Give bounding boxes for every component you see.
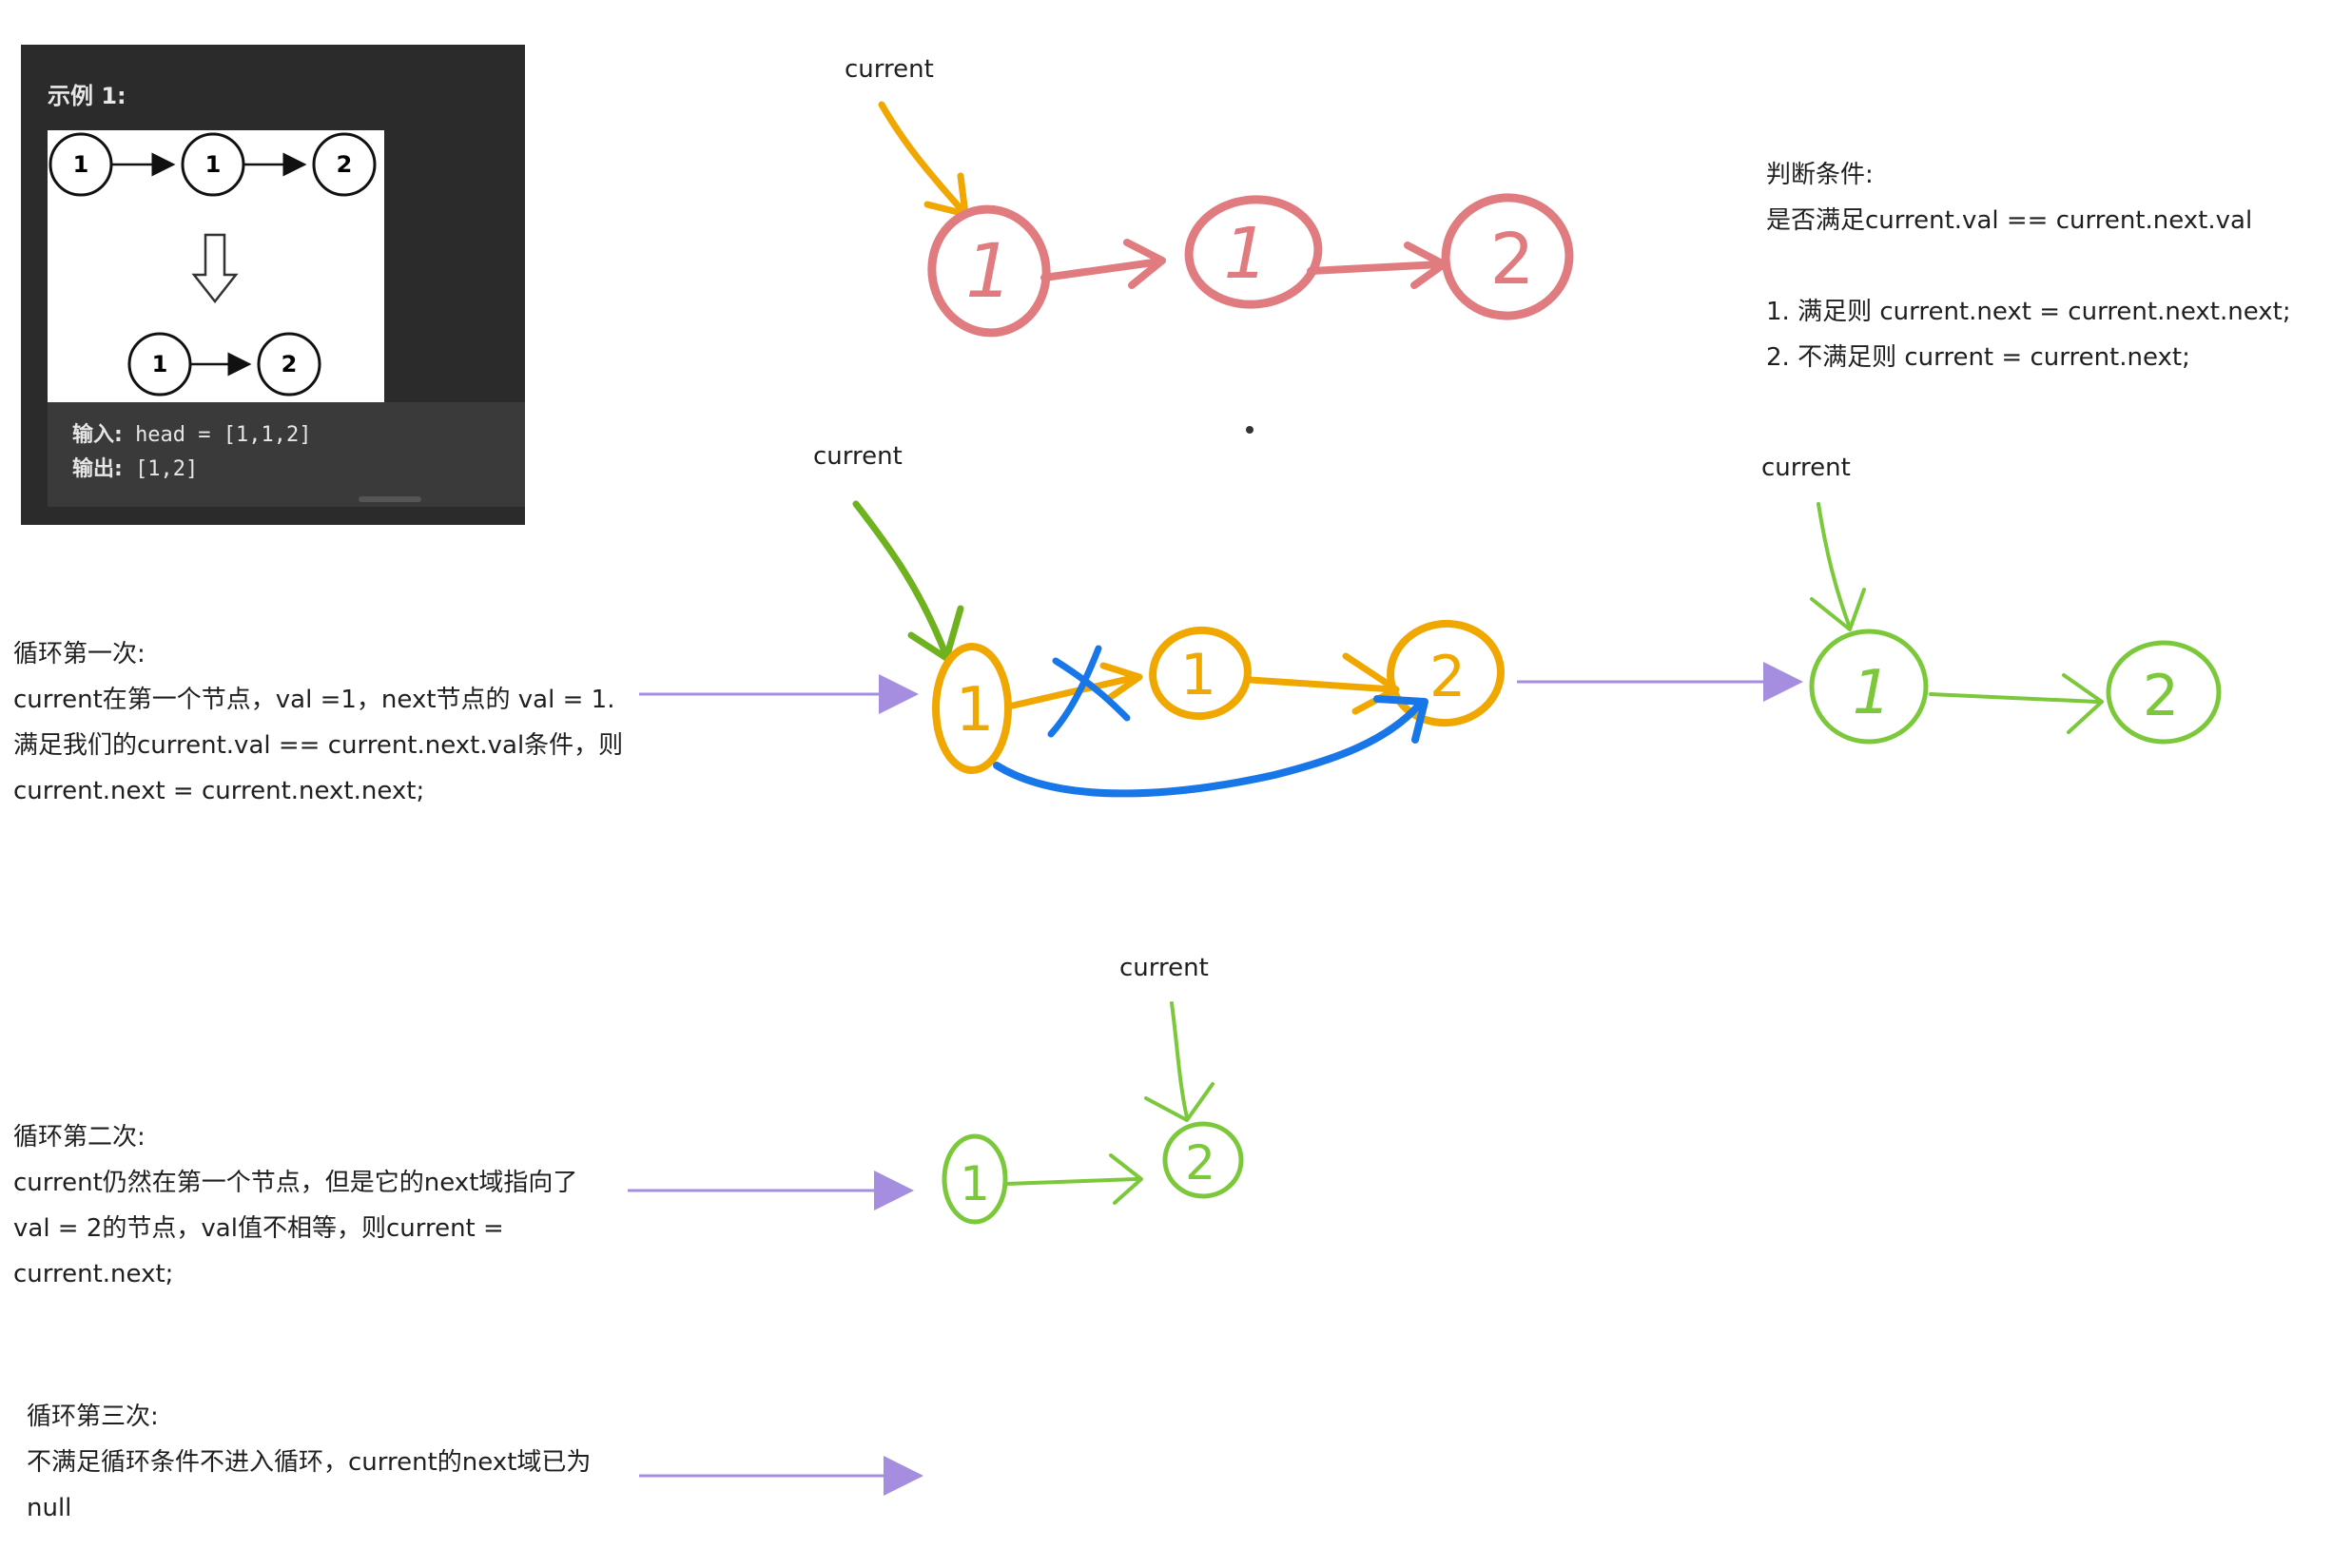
- first-loop-node-1-label: 1: [956, 675, 995, 745]
- loop-second-line-2: val = 2的节点，val值不相等，则current =: [13, 1214, 504, 1243]
- loop-second-note: 循环第二次: current仍然在第一个节点，但是它的next域指向了 val …: [13, 1114, 577, 1297]
- example-bottom-node-1: 1: [127, 332, 192, 397]
- svg-text:1: 1: [152, 351, 168, 377]
- first-loop-node-2: [1149, 626, 1252, 721]
- condition-rule-1: 1. 满足则 current.next = current.next.next;: [1766, 298, 2291, 326]
- loop-second-title: 循环第二次:: [13, 1123, 146, 1152]
- stray-dot: [1246, 426, 1253, 434]
- initial-list-sketch: [878, 101, 1574, 338]
- loop-third-line-1: 不满足循环条件不进入循环，current的next域已为: [27, 1448, 592, 1477]
- second-loop-pointer-arrow: [1170, 1001, 1189, 1119]
- first-loop-node-2-label: 1: [1180, 642, 1216, 708]
- after-first-pointer-arrow: [1817, 502, 1852, 629]
- loop-second-line-3: current.next;: [13, 1260, 174, 1288]
- pointer-label-initial: current: [845, 55, 934, 84]
- scrollbar[interactable]: [359, 496, 421, 502]
- second-loop-node-2: [1162, 1121, 1244, 1199]
- loop-third-title: 循环第三次:: [27, 1403, 159, 1431]
- first-loop-node-1: [932, 643, 1012, 774]
- after-first-node-1: [1809, 629, 1929, 745]
- svg-text:1: 1: [205, 151, 222, 178]
- initial-node-2: [1184, 195, 1323, 309]
- second-loop-node-1: [942, 1133, 1008, 1225]
- example-card: 示例 1: 1 1 2: [21, 45, 525, 525]
- after-first-node-2-label: 2: [2143, 663, 2179, 729]
- pointer-label-after-first: current: [1761, 454, 1851, 482]
- example-diagram: 1 1 2 1 2: [48, 130, 384, 402]
- example-top-node-2: 1: [181, 132, 245, 197]
- first-loop-node-3: [1387, 619, 1505, 727]
- example-input: 输入: head = [1,1,2]: [72, 423, 312, 447]
- after-first-sketch: [1809, 502, 2222, 745]
- after-first-node-1-label: 1: [1853, 658, 1892, 728]
- initial-node-1: [927, 204, 1051, 338]
- initial-node-3-label: 2: [1489, 219, 1534, 300]
- first-loop-node-3-label: 2: [1429, 644, 1466, 710]
- after-first-node-2: [2106, 640, 2222, 745]
- loop-second-line-1: current仍然在第一个节点，但是它的next域指向了: [13, 1169, 578, 1197]
- relink-arrow: [993, 698, 1426, 798]
- example-bottom-node-2: 2: [257, 332, 321, 397]
- loop-first-line-1: current在第一个节点，val =1，next节点的 val = 1.: [13, 686, 615, 714]
- example-output: 输出: [1,2]: [72, 457, 199, 481]
- initial-node-3: [1441, 193, 1574, 320]
- loop-first-line-3: current.next = current.next.next;: [13, 777, 425, 805]
- example-title: 示例 1:: [48, 83, 126, 109]
- initial-node-1-label: 1: [965, 229, 1013, 315]
- second-loop-sketch: [942, 1001, 1244, 1225]
- example-top-node-3: 2: [312, 132, 377, 197]
- condition-rule-2: 2. 不满足则 current = current.next;: [1766, 343, 2190, 372]
- pointer-label-first-loop: current: [813, 442, 903, 471]
- first-loop-sketch: [852, 500, 1505, 798]
- loop-third-line-2: null: [27, 1494, 72, 1522]
- loop-first-note: 循环第一次: current在第一个节点，val =1，next节点的 val …: [13, 631, 623, 814]
- second-loop-node-2-label: 2: [1185, 1135, 1215, 1191]
- pointer-label-second-loop: current: [1119, 954, 1209, 982]
- svg-text:2: 2: [337, 151, 353, 178]
- svg-text:1: 1: [73, 151, 89, 178]
- first-loop-pointer-arrow: [852, 500, 950, 660]
- example-io: 输入: head = [1,1,2] 输出: [1,2]: [48, 402, 525, 507]
- initial-pointer-arrow: [878, 101, 969, 218]
- loop-first-title: 循环第一次:: [13, 640, 146, 668]
- condition-check: 是否满足current.val == current.next.val: [1766, 206, 2253, 235]
- down-arrow-icon: [191, 233, 239, 304]
- second-loop-node-1-label: 1: [960, 1156, 990, 1211]
- loop-third-note: 循环第三次: 不满足循环条件不进入循环，current的next域已为 null: [27, 1394, 591, 1531]
- initial-node-2-label: 1: [1223, 213, 1268, 295]
- loop-first-line-2: 满足我们的current.val == current.next.val条件，则: [13, 731, 624, 760]
- removed-link-cross: [1052, 657, 1131, 722]
- svg-text:2: 2: [282, 351, 298, 377]
- condition-note: 判断条件: 是否满足current.val == current.next.va…: [1766, 152, 2291, 380]
- condition-heading: 判断条件:: [1766, 161, 1874, 189]
